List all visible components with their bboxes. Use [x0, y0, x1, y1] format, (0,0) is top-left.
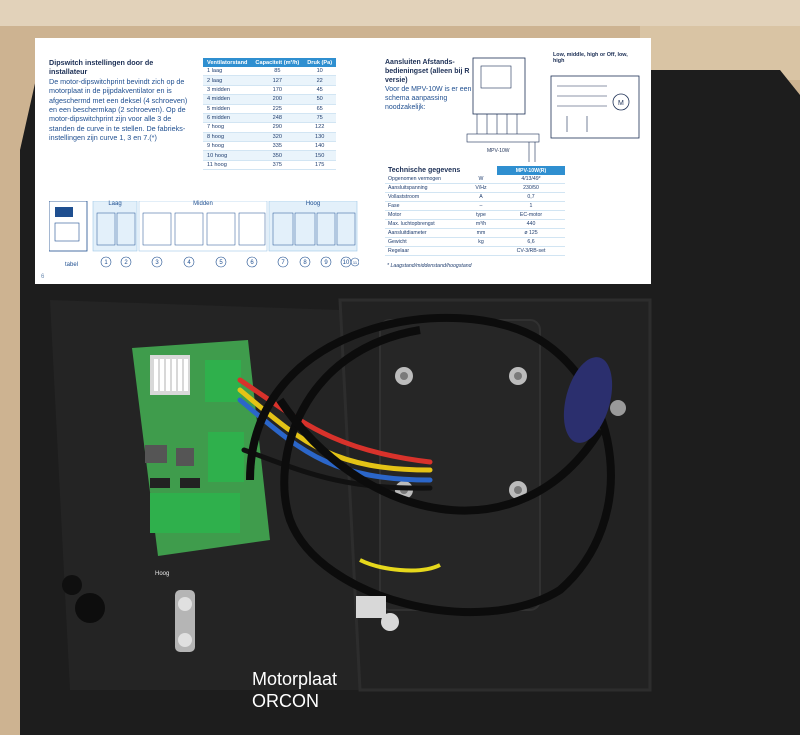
cable-clip — [356, 596, 386, 618]
curve-numbers: 1 2 3 4 5 6 7 8 9 10 11 — [100, 256, 359, 268]
svg-text:10: 10 — [343, 260, 350, 266]
svg-text:3: 3 — [155, 260, 159, 266]
motor-diagram: M — [550, 75, 640, 139]
page-number: 6 — [41, 274, 45, 280]
tech-column-header: MPV-10W(R) — [497, 166, 565, 175]
tech-title: Technische gegevens — [385, 166, 465, 175]
plate-hole — [75, 593, 105, 623]
remote-title: Aansluiten Afstands-bedieningset (alleen… — [385, 59, 470, 84]
group-midden: Midden — [193, 201, 213, 207]
manual-page: Dipswitch instellingen door de installat… — [35, 38, 651, 284]
mounting-screws — [381, 367, 527, 631]
remote-body: Voor de MPV-10W is er een schema aanpass… — [385, 86, 472, 111]
svg-text:9: 9 — [324, 260, 328, 266]
wiring-label: MPV-10W — [487, 148, 510, 154]
group-laag: Laag — [108, 201, 122, 207]
svg-text:5: 5 — [219, 260, 223, 266]
caption-line-1: Motorplaat — [252, 669, 338, 689]
terminal-block-top — [205, 360, 241, 402]
svg-text:2: 2 — [124, 260, 128, 266]
motor-symbol: M — [618, 100, 624, 107]
dipswitch-body: De motor-dipswitchprint bevindt zich op … — [49, 76, 188, 143]
tech-footnote: * Laagstand/middenstand/hoogstand — [387, 263, 472, 269]
pcb-hoog-label: Hoog — [155, 571, 170, 577]
photo-caption: Motorplaat ORCON — [252, 668, 337, 712]
technical-data-table: Technische gegevens MPV-10W(R) Opgenomen… — [385, 166, 565, 256]
motor-note: Low, middle, high or Off, low, high — [553, 52, 628, 65]
table-header: Capaciteit (m³/h) — [251, 58, 304, 67]
svg-text:4: 4 — [187, 260, 191, 266]
cable-loop — [246, 313, 615, 617]
caption-line-2: ORCON — [252, 691, 319, 711]
svg-text:6: 6 — [250, 260, 254, 266]
dipswitch-title: Dipswitch instellingen door de installat… — [49, 58, 154, 77]
earth-bracket — [175, 590, 195, 652]
terminal-block-mid — [208, 432, 244, 482]
wiring-diagram: MPV-10W — [466, 57, 540, 162]
table-row: Fase–1 — [385, 201, 565, 211]
tabel-label: tabel — [65, 262, 79, 268]
svg-text:11: 11 — [353, 260, 358, 265]
svg-text:7: 7 — [281, 260, 285, 266]
dipswitch-curve-strip: 1 2 3 4 5 6 7 8 9 10 11 — [49, 201, 359, 268]
table-header: Druk (Pa) — [303, 58, 337, 67]
remote-instructions: Aansluiten Afstands-bedieningset (alleen… — [385, 58, 473, 112]
svg-text:1: 1 — [104, 260, 108, 266]
terminal-block-bottom — [150, 493, 240, 533]
fan-speed-table: Ventilatorstand Capaciteit (m³/h) Druk (… — [203, 58, 337, 171]
group-hoog: Hoog — [305, 201, 321, 207]
cable-grommet — [563, 357, 626, 443]
table-header: Ventilatorstand — [203, 58, 252, 67]
dipswitch-instructions: Dipswitch instellingen door de installat… — [49, 58, 191, 143]
dipswitch-pcb — [132, 340, 270, 556]
svg-text:8: 8 — [303, 260, 307, 266]
